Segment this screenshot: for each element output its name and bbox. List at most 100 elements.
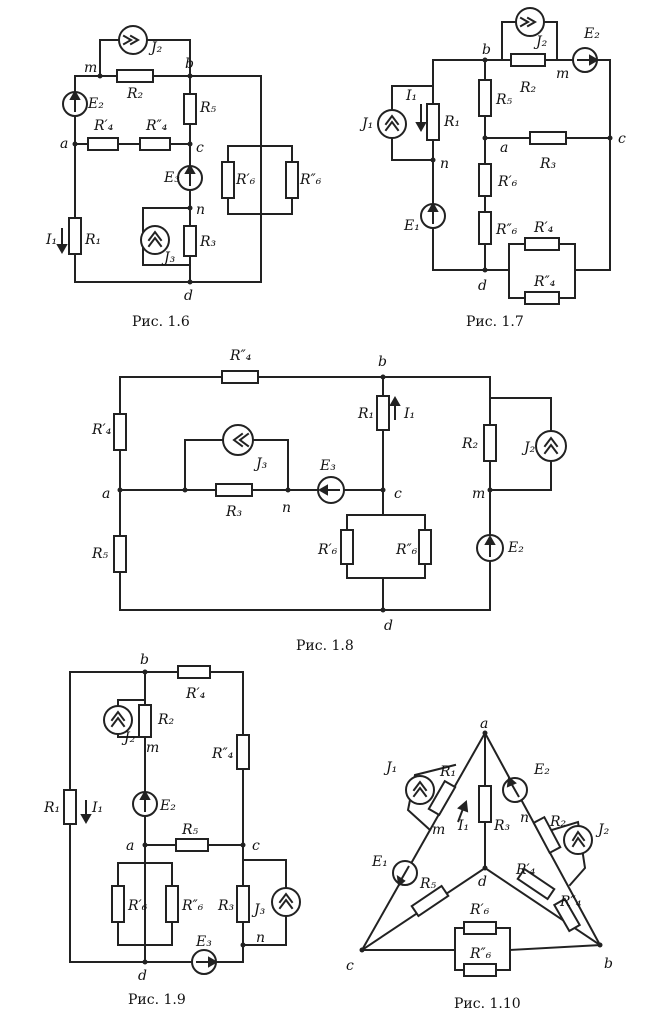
resistor-r4pp — [552, 897, 582, 933]
label-n: n — [282, 500, 291, 516]
resistor-r2 — [510, 53, 546, 67]
label-e1: E₁ — [371, 854, 388, 870]
label-j2: J₂ — [121, 730, 136, 746]
resistor-r6p — [463, 921, 497, 935]
label-a: a — [500, 140, 508, 156]
label-r4pp: R″₄ — [559, 894, 582, 910]
label-n: n — [256, 930, 265, 946]
caption-fig-1-8: Рис. 1.8 — [296, 638, 354, 654]
resistor-r6p — [111, 885, 125, 923]
current-source-j2 — [103, 705, 133, 735]
label-r6pp: R″₆ — [469, 946, 492, 962]
label-b: b — [185, 56, 194, 72]
label-e3: E₃ — [163, 170, 180, 186]
label-b: b — [140, 652, 149, 668]
resistor-r4pp — [139, 137, 171, 151]
caption-fig-1-10: Рис. 1.10 — [454, 996, 521, 1012]
resistor-r3 — [478, 785, 492, 823]
current-source-j3 — [222, 424, 254, 456]
resistor-r5 — [183, 93, 197, 125]
label-r2: R₂ — [157, 712, 175, 728]
label-r6pp: R″₆ — [181, 898, 204, 914]
label-r6pp: R″₆ — [395, 542, 418, 558]
resistor-r4p — [177, 665, 211, 679]
label-j2: J₂ — [595, 822, 610, 838]
label-i1: I₁ — [457, 818, 469, 834]
label-j3: J₃ — [251, 902, 266, 918]
label-m: m — [146, 740, 159, 756]
label-a: a — [60, 136, 68, 152]
label-j3: J₃ — [161, 250, 176, 266]
label-n: n — [440, 156, 449, 172]
resistor-r6p — [478, 163, 492, 197]
resistor-r6pp — [165, 885, 179, 923]
resistor-r6pp — [478, 211, 492, 245]
label-b: b — [378, 354, 387, 370]
label-r5: R₅ — [91, 546, 109, 562]
label-r6pp: R″₆ — [495, 222, 518, 238]
figure-1-8: b a n c m d R″₄ R′₄ R₁ I₁ R₂ J₂ J₃ E₃ R₃… — [91, 348, 567, 654]
label-m: m — [556, 66, 569, 82]
caption-fig-1-7: Рис. 1.7 — [466, 314, 524, 330]
label-r3: R₃ — [199, 234, 217, 250]
label-d: d — [184, 288, 193, 304]
resistor-r5 — [113, 535, 127, 573]
label-c: c — [252, 838, 260, 854]
label-r6p: R′₆ — [235, 172, 256, 188]
label-r5: R₅ — [181, 822, 199, 838]
label-r5: R₅ — [419, 876, 437, 892]
label-i1: I₁ — [405, 88, 417, 104]
figure-1-6: m b a c n d J₂ R₂ E₂ R₅ R′₄ R″₄ E₃ R′₆ R… — [45, 25, 322, 330]
resistor-r1 — [427, 779, 457, 817]
label-r3: R₃ — [217, 898, 235, 914]
label-b: b — [604, 956, 613, 972]
resistor-r3 — [183, 225, 197, 257]
resistor-r4p — [113, 413, 127, 451]
label-c: c — [394, 486, 402, 502]
label-m: m — [432, 822, 445, 838]
resistor-r1 — [376, 395, 390, 431]
label-r4p: R′₄ — [515, 862, 536, 878]
label-r3: R₃ — [539, 156, 557, 172]
label-n: n — [520, 810, 529, 826]
resistor-r3 — [215, 483, 253, 497]
label-e2: E₂ — [87, 96, 104, 112]
label-e2: E₂ — [159, 798, 176, 814]
resistor-r5 — [410, 884, 450, 918]
label-e3: E₃ — [195, 934, 212, 950]
resistor-r6p — [221, 161, 235, 199]
label-r2: R₂ — [461, 436, 479, 452]
label-e2: E₂ — [583, 26, 600, 42]
label-r4p: R′₄ — [93, 118, 114, 134]
resistor-r5 — [175, 838, 209, 852]
label-r6p: R′₆ — [127, 898, 148, 914]
resistor-r4p — [87, 137, 119, 151]
figure-1-9: b m a c n d R′₄ J₂ R₂ R″₄ R₁ I₁ E₂ R₅ R′… — [43, 652, 301, 1008]
resistor-r1 — [68, 217, 82, 255]
label-a: a — [480, 716, 488, 732]
label-j1: J₁ — [359, 116, 373, 132]
label-i1: I₁ — [45, 232, 57, 248]
label-r6p: R′₆ — [317, 542, 338, 558]
figure-1-7: b m a c n d J₂ E₂ R₂ J₁ I₁ R₁ R₅ R₃ R′₆ … — [359, 7, 626, 330]
resistor-r4pp — [524, 291, 560, 305]
label-r4pp: R″₄ — [229, 348, 252, 364]
resistor-r3 — [529, 131, 567, 145]
resistor-r4p — [524, 237, 560, 251]
label-r2: R₂ — [549, 814, 567, 830]
resistor-r2 — [116, 69, 154, 83]
resistor-r4pp — [221, 370, 259, 384]
label-r2: R₂ — [519, 80, 537, 96]
label-n: n — [196, 202, 205, 218]
resistor-r4pp — [236, 734, 250, 770]
label-i1: I₁ — [403, 406, 415, 422]
label-a: a — [126, 838, 134, 854]
resistor-r6pp — [463, 963, 497, 977]
label-r1: R₁ — [443, 114, 460, 130]
current-source-j2 — [563, 825, 593, 855]
label-r1: R₁ — [43, 800, 60, 816]
label-r5: R₅ — [199, 100, 217, 116]
label-e3: E₃ — [319, 458, 336, 474]
label-r1: R₁ — [84, 232, 101, 248]
